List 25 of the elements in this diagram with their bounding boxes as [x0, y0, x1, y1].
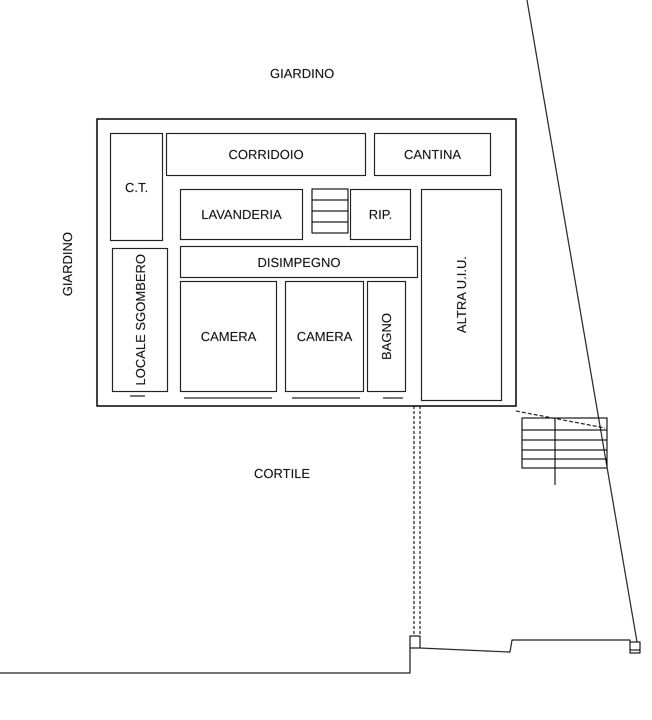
room-outline — [285, 281, 364, 392]
room-name: CAMERA — [200, 329, 256, 344]
area-label: GIARDINO — [270, 66, 334, 81]
room-outline — [166, 133, 366, 176]
room-outline — [112, 248, 168, 392]
room-name: DISIMPEGNO — [257, 254, 341, 270]
room-name: BAGNO — [379, 313, 394, 360]
room-outline — [367, 281, 406, 392]
room-outline — [374, 133, 491, 176]
room-name: LAVANDERIA — [201, 207, 282, 222]
room-name: CAMERA — [296, 329, 352, 344]
room-name: ALTRA U.I.U. — [454, 256, 469, 334]
area-label: GIARDINO — [60, 232, 75, 296]
room-outline — [180, 189, 303, 240]
room-name: LOCALE SGOMBERO — [132, 254, 148, 386]
area-label: CORTILE — [254, 466, 310, 481]
room-name: CANTINA — [404, 147, 462, 162]
room-name: CORRIDOIO — [228, 147, 304, 162]
room-outline — [180, 281, 277, 392]
room-name: C.T. — [124, 180, 148, 194]
room-name: RIP. — [368, 207, 392, 222]
room-outline — [421, 189, 502, 401]
room-outline — [110, 133, 163, 241]
room-outline — [350, 189, 411, 240]
room-outline — [180, 246, 418, 278]
